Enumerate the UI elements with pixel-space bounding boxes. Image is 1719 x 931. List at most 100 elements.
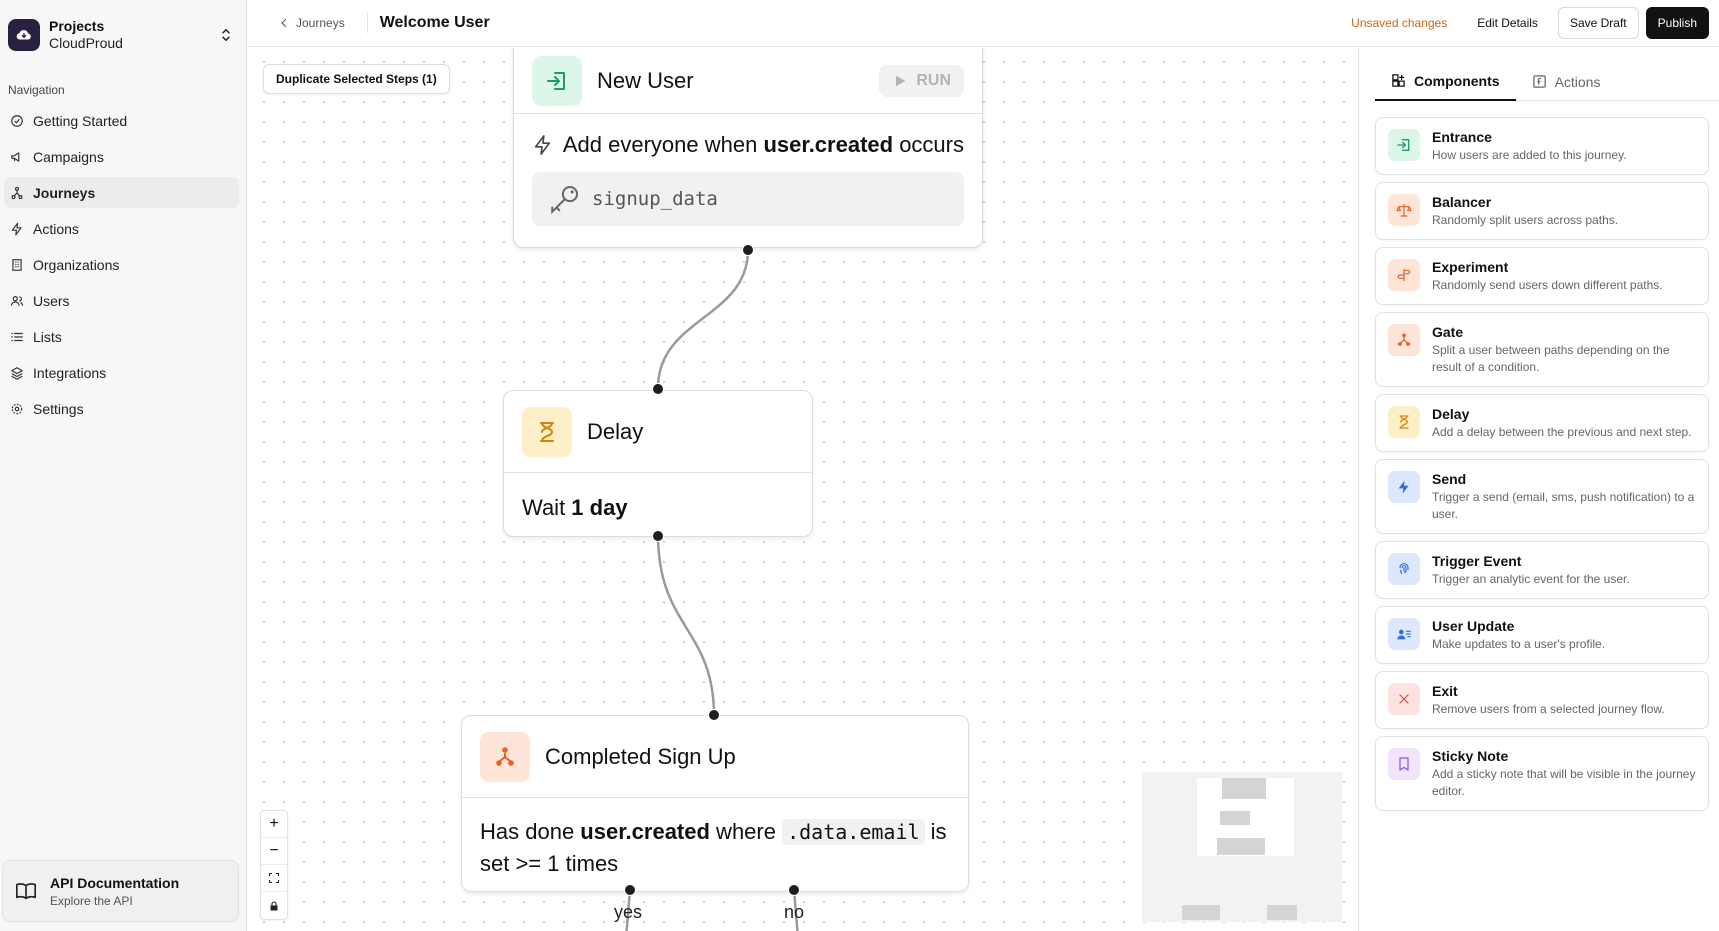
delay-prefix: Wait bbox=[522, 495, 572, 520]
top-actions: Unsaved changes Edit Details Save Draft … bbox=[1351, 7, 1709, 39]
minimap[interactable] bbox=[1142, 772, 1342, 922]
component-title: Send bbox=[1432, 471, 1467, 487]
chevron-up-down-icon[interactable] bbox=[217, 26, 235, 44]
sidebar-item-organizations[interactable]: Organizations bbox=[4, 249, 239, 280]
sidebar-item-actions[interactable]: Actions bbox=[4, 213, 239, 244]
edge-entrance-to-delay bbox=[656, 249, 750, 389]
page-title: Welcome User bbox=[379, 14, 490, 31]
minimap-node bbox=[1217, 838, 1265, 855]
sidebar-item-settings[interactable]: Settings bbox=[4, 393, 239, 424]
tab-actions[interactable]: Actions bbox=[1516, 62, 1617, 101]
zoom-in-button[interactable]: + bbox=[261, 811, 287, 838]
entrance-output-handle[interactable] bbox=[742, 244, 754, 256]
component-title: User Update bbox=[1432, 618, 1515, 634]
lock-icon bbox=[270, 900, 278, 910]
minimap-node bbox=[1182, 905, 1220, 920]
component-desc: How users are added to this journey. bbox=[1432, 148, 1627, 162]
panel-tabs: Components Actions bbox=[1375, 62, 1719, 101]
entrance-node[interactable]: New User RUN Add everyone when user.crea… bbox=[513, 48, 983, 248]
tab-components[interactable]: Components bbox=[1375, 62, 1516, 101]
scale-icon bbox=[1388, 194, 1420, 226]
component-desc: Trigger an analytic event for the user. bbox=[1432, 572, 1630, 586]
gate-no-handle[interactable] bbox=[788, 884, 800, 896]
edge-gate-yes bbox=[625, 889, 632, 931]
book-open-icon bbox=[16, 883, 36, 900]
sidebar-item-label: Users bbox=[33, 292, 70, 309]
breadcrumb-back-journeys[interactable]: Journeys bbox=[278, 16, 345, 30]
edit-details-button[interactable]: Edit Details bbox=[1477, 16, 1538, 30]
lock-button[interactable] bbox=[261, 892, 287, 919]
delay-input-handle[interactable] bbox=[652, 383, 664, 395]
hourglass-icon bbox=[522, 406, 572, 457]
sidebar-item-journeys[interactable]: Journeys bbox=[4, 177, 239, 208]
component-title: Delay bbox=[1432, 406, 1470, 422]
component-desc: Remove users from a selected journey flo… bbox=[1432, 702, 1665, 716]
minimap-node bbox=[1267, 905, 1297, 920]
bookmark-icon bbox=[1388, 748, 1420, 780]
sidebar-item-label: Lists bbox=[33, 328, 62, 345]
gate-yes-handle[interactable] bbox=[624, 884, 636, 896]
sidebar-item-label: Getting Started bbox=[33, 112, 128, 129]
api-doc-subtitle: Explore the API bbox=[50, 893, 133, 908]
gate-field: .data.email bbox=[782, 819, 925, 845]
gate-input-handle[interactable] bbox=[708, 709, 720, 721]
delay-amount: 1 day bbox=[571, 495, 628, 520]
entrance-key-code: signup_data bbox=[592, 188, 718, 210]
gate-prefix: Has done bbox=[480, 819, 581, 844]
building-icon bbox=[12, 258, 22, 271]
sidebar-item-campaigns[interactable]: Campaigns bbox=[4, 141, 239, 172]
megaphone-icon bbox=[11, 151, 20, 162]
project-switcher[interactable]: Projects CloudProud bbox=[8, 14, 239, 56]
edges-layer bbox=[625, 249, 799, 931]
publish-button[interactable]: Publish bbox=[1645, 7, 1709, 39]
tab-label: Actions bbox=[1554, 73, 1601, 90]
component-desc: Add a sticky note that will be visible i… bbox=[1432, 767, 1696, 798]
gate-icon bbox=[480, 731, 530, 782]
sidebar-item-getting-started[interactable]: Getting Started bbox=[4, 105, 239, 136]
node-title: Delay bbox=[587, 418, 644, 444]
layers-icon bbox=[11, 366, 23, 380]
chevron-left-icon bbox=[281, 18, 287, 28]
minimap-node bbox=[1222, 778, 1266, 799]
duplicate-selected-steps-button[interactable]: Duplicate Selected Steps (1) bbox=[263, 64, 450, 94]
zoom-out-button[interactable]: − bbox=[261, 838, 287, 865]
run-button[interactable]: RUN bbox=[879, 65, 964, 97]
sidebar-item-label: Journeys bbox=[33, 184, 96, 201]
edge-gate-no bbox=[792, 889, 799, 931]
bolt-icon bbox=[11, 222, 22, 235]
delay-output-handle[interactable] bbox=[652, 530, 664, 542]
sidebar-item-label: Campaigns bbox=[33, 148, 104, 165]
sidebar-item-integrations[interactable]: Integrations bbox=[4, 357, 239, 388]
gate-no-label: no bbox=[784, 902, 805, 922]
delay-node[interactable]: Delay Wait 1 day bbox=[503, 390, 813, 537]
journey-canvas[interactable]: Duplicate Selected Steps (1) New User RU… bbox=[248, 48, 1358, 931]
fit-view-button[interactable] bbox=[261, 865, 287, 892]
api-documentation-card[interactable]: API Documentation Explore the API bbox=[2, 860, 239, 922]
zoom-controls: + − bbox=[260, 810, 288, 920]
gate-node[interactable]: Completed Sign Up Has done user.created … bbox=[461, 715, 969, 892]
api-doc-title: API Documentation bbox=[50, 874, 180, 891]
hourglass-icon bbox=[1388, 406, 1420, 438]
play-icon bbox=[896, 75, 906, 87]
component-title: Entrance bbox=[1432, 129, 1492, 145]
gate-mid: where bbox=[709, 819, 783, 844]
gate-suffix: is set >= 1 times bbox=[480, 819, 953, 876]
save-draft-button[interactable]: Save Draft bbox=[1557, 7, 1639, 39]
component-title: Trigger Event bbox=[1432, 553, 1522, 569]
edge-delay-to-gate bbox=[656, 533, 716, 717]
sidebar-item-lists[interactable]: Lists bbox=[4, 321, 239, 352]
node-title: New User bbox=[597, 68, 694, 93]
sidebar-item-users[interactable]: Users bbox=[4, 285, 239, 316]
